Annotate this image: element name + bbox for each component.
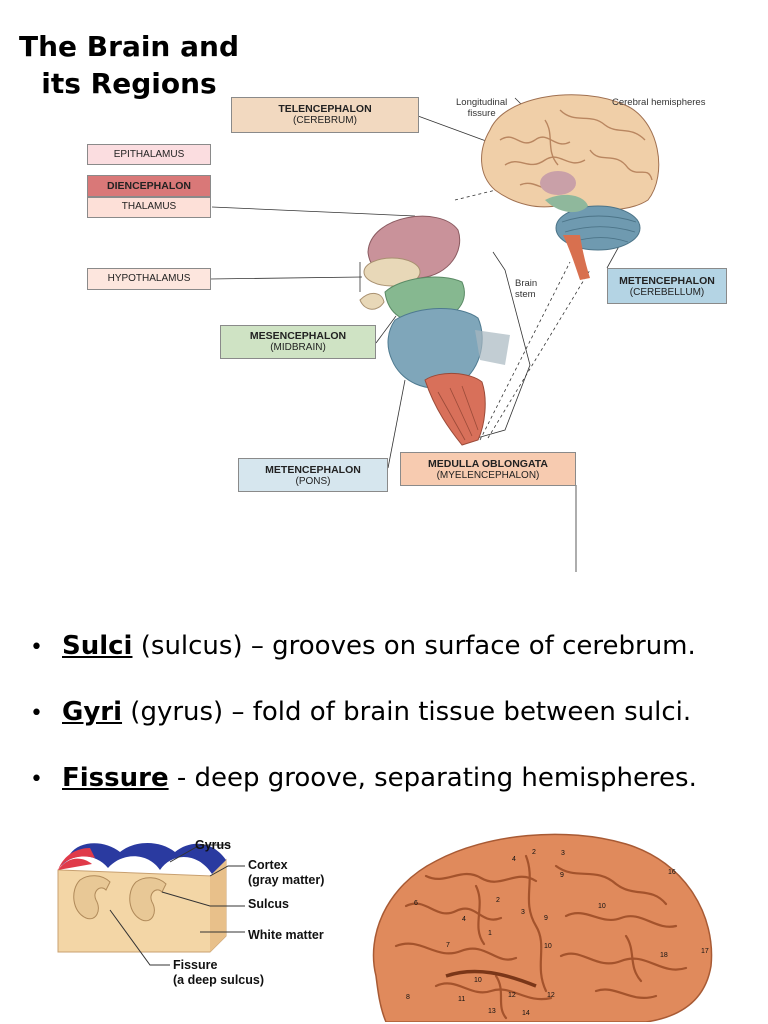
label-diencephalon: DIENCEPHALON xyxy=(87,175,211,197)
list-item-gyri: • Gyri (gyrus) – fold of brain tissue be… xyxy=(28,694,758,760)
photo-number: 4 xyxy=(462,916,466,923)
gyrus-sulcus-diagram xyxy=(57,843,245,966)
photo-number: 3 xyxy=(561,850,565,857)
photo-number: 3 xyxy=(521,909,525,916)
photo-number: 2 xyxy=(532,849,536,856)
label-metencephalon-cerebellum: METENCEPHALON(CEREBELLUM) xyxy=(607,268,727,304)
annotation-brain-stem: Brain stem xyxy=(515,278,538,300)
bullet-dot: • xyxy=(30,767,43,792)
term-sulci: Sulci xyxy=(62,631,133,661)
definition-list: • Sulci (sulcus) – grooves on surface of… xyxy=(28,628,758,826)
photo-number: 12 xyxy=(508,992,516,999)
photo-number: 16 xyxy=(668,869,676,876)
cortex-label: Cortex (gray matter) xyxy=(248,858,325,887)
brain-photo xyxy=(372,833,713,1022)
white-matter-label: White matter xyxy=(248,928,324,942)
page-title: The Brain and its Regions xyxy=(19,30,239,100)
photo-number: 18 xyxy=(660,952,668,959)
photo-number: 11 xyxy=(458,996,466,1003)
photo-number: 7 xyxy=(446,942,450,949)
annotation-longitudinal-fissure: Longitudinal fissure xyxy=(456,97,508,119)
photo-number: 13 xyxy=(488,1008,496,1015)
bullet-dot: • xyxy=(30,701,43,726)
photo-number: 1 xyxy=(488,930,492,937)
label-thalamus: THALAMUS xyxy=(87,197,211,218)
photo-number: 10 xyxy=(544,943,552,950)
brain-regions-diagram xyxy=(209,94,660,572)
label-medulla-oblongata: MEDULLA OBLONGATA(MYELENCEPHALON) xyxy=(400,452,576,486)
photo-number: 8 xyxy=(406,994,410,1001)
photo-number: 2 xyxy=(496,897,500,904)
term-fissure: Fissure xyxy=(62,763,169,793)
label-hypothalamus: HYPOTHALAMUS xyxy=(87,268,211,290)
photo-number: 17 xyxy=(701,948,709,955)
photo-number: 12 xyxy=(547,992,555,999)
photo-number: 10 xyxy=(598,903,606,910)
photo-number: 4 xyxy=(512,856,516,863)
list-item-sulci: • Sulci (sulcus) – grooves on surface of… xyxy=(28,628,758,694)
whole-brain-illustration xyxy=(481,94,660,280)
photo-number: 6 xyxy=(414,900,418,907)
label-epithalamus: EPITHALAMUS xyxy=(87,144,211,165)
sulcus-label: Sulcus xyxy=(248,897,289,911)
label-mesencephalon: MESENCEPHALON(MIDBRAIN) xyxy=(220,325,376,359)
label-metencephalon-pons: METENCEPHALON(PONS) xyxy=(238,458,388,492)
photo-number: 10 xyxy=(474,977,482,984)
annotation-cerebral-hemispheres: Cerebral hemispheres xyxy=(612,97,706,108)
term-gyri: Gyri xyxy=(62,697,123,727)
photo-number: 14 xyxy=(522,1010,530,1017)
photo-number: 9 xyxy=(560,872,564,879)
list-item-fissure: • Fissure - deep groove, separating hemi… xyxy=(28,760,758,826)
gyrus-label: Gyrus xyxy=(195,838,232,852)
label-telencephalon: TELENCEPHALON(CEREBRUM) xyxy=(231,97,419,133)
bullet-dot: • xyxy=(30,635,43,660)
brainstem-illustration xyxy=(359,215,510,446)
photo-number: 9 xyxy=(544,915,548,922)
fissure-label: Fissure (a deep sulcus) xyxy=(173,958,264,987)
